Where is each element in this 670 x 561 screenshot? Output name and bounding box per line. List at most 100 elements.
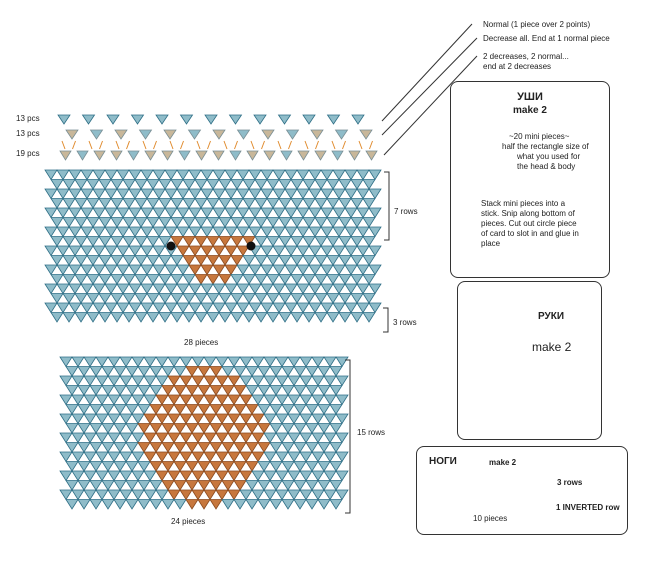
head-piece (188, 207, 202, 219)
head-piece (44, 302, 58, 314)
head-piece (176, 283, 190, 295)
body-piece (209, 480, 223, 491)
head-piece (302, 312, 316, 323)
body-piece (311, 413, 325, 425)
top-row2-piece (89, 129, 104, 140)
head-piece (134, 236, 148, 247)
body-piece (65, 404, 79, 415)
head-piece (236, 283, 250, 295)
body-piece (137, 499, 151, 510)
body-piece (95, 394, 109, 406)
head-piece (356, 226, 370, 238)
head-piece (152, 188, 166, 200)
body-piece (185, 461, 199, 472)
body-piece (167, 451, 181, 463)
head-piece (182, 255, 196, 266)
body-piece (191, 356, 205, 368)
head-piece (110, 293, 124, 304)
body-piece (287, 413, 301, 425)
head-piece (134, 217, 148, 228)
head-piece (314, 217, 328, 228)
body-piece (317, 480, 331, 491)
head-piece (182, 198, 196, 209)
body-piece (239, 394, 253, 406)
head-piece (218, 217, 232, 228)
body-piece (275, 375, 289, 387)
body-piece (65, 366, 79, 377)
body-piece (161, 461, 175, 472)
decrease-arrow (250, 140, 255, 150)
body-piece (209, 423, 223, 434)
body-piece (131, 489, 145, 501)
head-piece (194, 198, 208, 209)
note-decrease-all: Decrease all. End at 1 normal piece (483, 34, 610, 43)
head-piece (326, 179, 340, 190)
head-piece (242, 293, 256, 304)
head-piece (86, 293, 100, 304)
head-piece (170, 293, 184, 304)
top-row3-piece (280, 150, 293, 161)
body-piece (215, 356, 229, 368)
head-piece (194, 312, 208, 323)
top-row2-piece (359, 129, 373, 140)
body-piece (233, 499, 247, 510)
top-row3-piece (110, 150, 123, 161)
top-row1-piece (302, 114, 316, 125)
body-piece (191, 394, 205, 406)
body-piece (257, 461, 271, 472)
body-piece (125, 442, 139, 453)
head-piece (170, 198, 184, 209)
head-piece (242, 274, 256, 285)
head-piece (290, 274, 304, 285)
head-piece (110, 198, 124, 209)
head-piece (260, 207, 274, 219)
decrease-arrow (277, 140, 282, 150)
body-piece (311, 451, 325, 463)
head-piece (176, 207, 190, 219)
head-piece (92, 264, 106, 276)
head-piece (302, 217, 316, 228)
ears-mini-4: the head & body (517, 162, 576, 171)
top-row1-piece (155, 114, 169, 125)
head-piece (350, 179, 364, 190)
head-piece (224, 264, 238, 276)
body-piece (101, 423, 115, 434)
head-piece (62, 312, 76, 323)
body-piece (83, 432, 97, 444)
head-piece (362, 312, 376, 323)
head-piece (74, 179, 88, 190)
head-piece (194, 217, 208, 228)
body-piece (305, 423, 319, 434)
body-piece (251, 470, 265, 482)
head-piece (158, 236, 172, 247)
head-piece (308, 245, 322, 257)
head-piece (188, 264, 202, 276)
head-piece (236, 169, 250, 181)
head-piece (146, 255, 160, 266)
head-piece (80, 302, 94, 314)
body-piece (197, 442, 211, 453)
body-piece (161, 366, 175, 377)
body-piece (335, 489, 349, 501)
head-piece (170, 236, 184, 247)
top-row3-piece (331, 150, 344, 161)
body-piece (329, 442, 343, 453)
head-piece (272, 264, 286, 276)
body-piece (203, 413, 217, 425)
head-piece (152, 283, 166, 295)
top-row1-piece (130, 114, 145, 125)
body-piece (173, 499, 187, 510)
head-piece (110, 274, 124, 285)
head-piece (200, 188, 214, 200)
leader-normal (381, 23, 473, 122)
body-piece (329, 461, 343, 472)
head-piece (236, 302, 250, 314)
head-piece (230, 217, 244, 228)
head-piece (110, 179, 124, 190)
head-piece (122, 274, 136, 285)
body-piece (167, 413, 181, 425)
body-piece (287, 470, 301, 482)
body-piece (179, 489, 193, 501)
body-piece (101, 480, 115, 491)
body-piece (269, 499, 283, 510)
